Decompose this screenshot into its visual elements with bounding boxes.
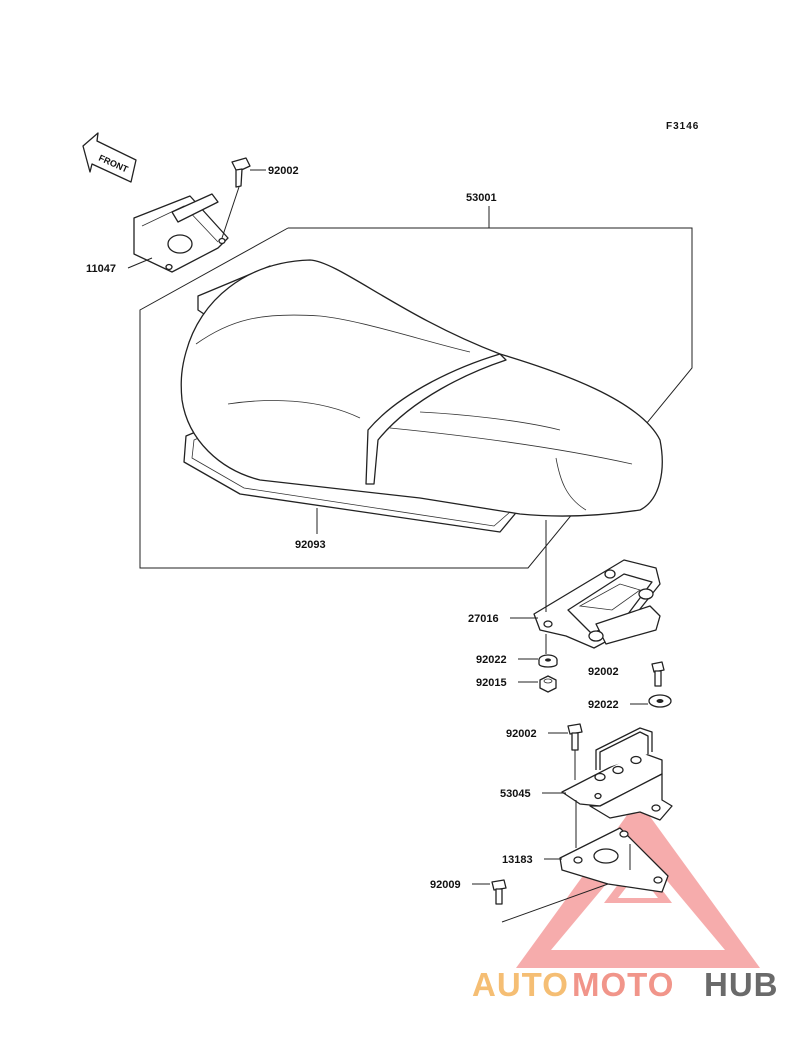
label-bolt-right: 92002 [588,666,619,678]
watermark-part-moto: MOTO [572,966,674,1003]
front-bolt-drawing [221,157,266,239]
label-seat-assembly: 53001 [466,192,497,204]
watermark-part-auto: AUTO [472,966,569,1003]
nut-drawing [539,675,557,693]
seat-lock-bracket-drawing [561,727,673,821]
label-washer-right: 92022 [588,699,619,711]
label-bolt-front: 92002 [268,165,299,177]
plate-drawing [559,827,669,893]
label-seat-rubber: 92093 [295,539,326,551]
bolt-bottom-drawing [491,879,609,923]
washer-left-drawing [538,654,558,668]
label-bolt-bottom: 92009 [430,879,461,891]
label-hinge-bracket: 27016 [468,613,499,625]
bolt-lower-drawing [567,723,583,780]
seat-callout-frame [139,227,693,569]
label-bolt-lower: 92002 [506,728,537,740]
washer-right-drawing [648,694,672,708]
label-washer-left: 92022 [476,654,507,666]
watermark-part-hub: HUB [704,966,779,1003]
label-seat-lock-bracket: 53045 [500,788,531,800]
figure-code: F3146 [666,121,699,132]
front-arrow-icon: FRONT [82,132,137,183]
watermark-text: AUTO MOTO HUB [472,966,779,1003]
hinge-bracket-drawing [533,559,661,649]
front-bracket-drawing [133,193,229,273]
bolt-right-drawing [651,661,665,687]
label-nut: 92015 [476,677,507,689]
label-bracket-front: 11047 [86,263,116,275]
seat-drawing [180,259,663,533]
label-plate: 13183 [502,854,533,866]
